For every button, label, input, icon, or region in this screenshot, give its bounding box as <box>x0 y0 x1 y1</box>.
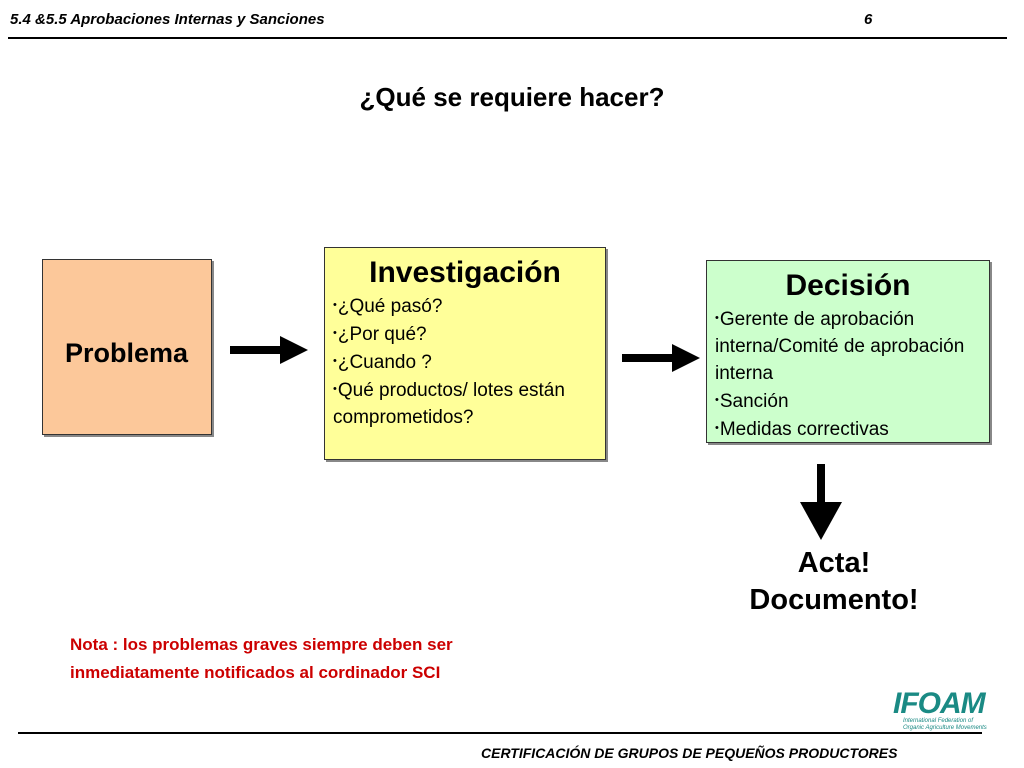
result-line-2: Documento! <box>749 584 919 616</box>
investigation-title: Investigación <box>369 256 561 289</box>
result-text: Acta! Documento! <box>712 545 956 619</box>
logo-subtitle-2: Organic Agriculture Movements <box>903 725 987 731</box>
note-text: Nota : los problemas graves siempre debe… <box>70 635 453 682</box>
arrow-decision-to-result <box>800 464 842 540</box>
page-number: 6 <box>864 11 873 28</box>
list-item: •Sanción <box>715 391 789 412</box>
decision-list: •Gerente de aprobación interna/Comité de… <box>707 305 989 443</box>
header-section-title: 5.4 &5.5 Aprobaciones Internas y Sancion… <box>10 11 325 28</box>
decision-box: Decisión •Gerente de aprobación interna/… <box>706 260 990 443</box>
footer-text: CERTIFICACIÓN DE GRUPOS DE PEQUEÑOS PROD… <box>481 745 898 761</box>
list-item: •¿Cuando ? <box>333 352 432 373</box>
list-item: •Medidas correctivas <box>715 419 889 440</box>
problem-label: Problema <box>65 338 189 368</box>
decision-title: Decisión <box>785 269 911 302</box>
logo-subtitle-1: International Federation of <box>903 718 974 724</box>
arrow-problem-to-investigation <box>230 336 308 364</box>
problem-box: Problema <box>42 259 212 435</box>
list-item: •¿Por qué? <box>333 324 427 345</box>
result-line-1: Acta! <box>797 547 871 579</box>
list-item: •¿Qué pasó? <box>333 296 443 317</box>
header-divider <box>8 37 1007 39</box>
investigation-list: •¿Qué pasó? •¿Por qué? •¿Cuando ? •Qué p… <box>325 292 605 431</box>
investigation-box: Investigación •¿Qué pasó? •¿Por qué? •¿C… <box>324 247 606 460</box>
arrow-investigation-to-decision <box>622 344 700 372</box>
ifoam-logo: IFOAM International Federation of Organi… <box>893 687 993 732</box>
footer-divider <box>18 732 982 734</box>
slide-title: ¿Qué se requiere hacer? <box>359 82 665 112</box>
list-item: •Gerente de aprobación interna/Comité de… <box>715 309 965 384</box>
logo-wordmark: IFOAM <box>893 687 986 720</box>
list-item: •Qué productos/ lotes están comprometido… <box>333 380 565 428</box>
